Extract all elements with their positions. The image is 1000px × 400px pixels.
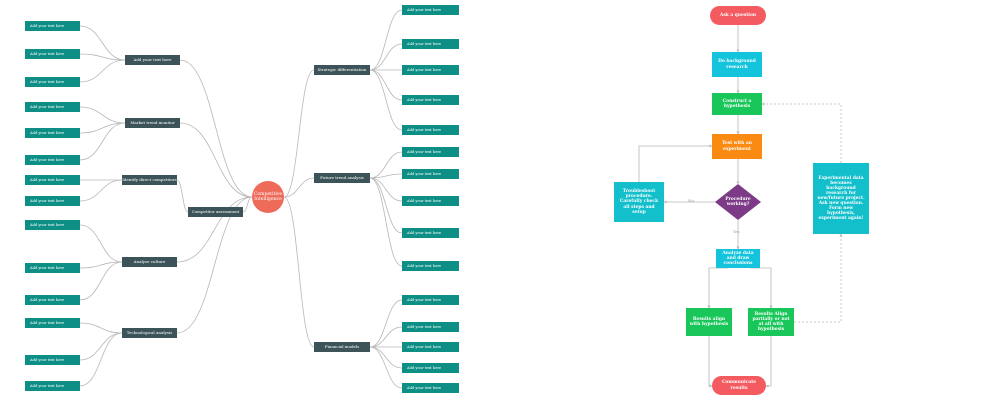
connector (369, 177, 403, 267)
test-node: Test with an experiment (712, 134, 762, 159)
branch-node-right: Strategic differentiation (314, 65, 370, 75)
hypothesis-node: Construct a hypothesis (712, 93, 762, 115)
end-node: Communicate results (712, 376, 766, 395)
leaf-node: Add your text here (25, 155, 80, 165)
connector (176, 196, 253, 263)
connector (179, 122, 253, 198)
connector (707, 267, 728, 309)
decision-diamond (715, 184, 761, 220)
connector (79, 122, 126, 161)
flowchart-connectors (638, 25, 843, 388)
connector (79, 261, 123, 269)
experimental-note-node: Experimental data becomes background res… (813, 163, 869, 234)
analyze-node: Analyze data and draw conclusions (716, 249, 760, 268)
connector (176, 196, 253, 334)
connector (79, 53, 126, 61)
mindmap-connectors (79, 9, 403, 389)
connector (369, 69, 403, 131)
branch-node-left: Technological analysis (122, 328, 177, 338)
connector (369, 346, 403, 389)
leaf-node: Add your text here (402, 196, 459, 206)
leaf-node: Add your text here (402, 363, 459, 373)
connector (369, 173, 403, 179)
connector (79, 332, 123, 361)
connector (79, 179, 123, 202)
connector (638, 144, 713, 182)
leaf-node: Add your text here (25, 355, 80, 365)
leaf-node: Add your text here (25, 220, 80, 230)
connector (79, 25, 126, 61)
leaf-node: Add your text here (402, 383, 459, 393)
results-partial-node: Results Align partially or not at all wi… (748, 308, 794, 336)
branch-node-left: Analyze culture (122, 257, 177, 267)
connector (369, 326, 403, 348)
leaf-node: Add your text here (402, 39, 459, 49)
leaf-node: Add your text here (25, 196, 80, 206)
leaf-node: Add your text here (402, 228, 459, 238)
no-label: No (688, 198, 694, 203)
branch-node-left: Competitor assessment (188, 207, 243, 217)
connector (179, 59, 253, 198)
connector (369, 9, 403, 71)
leaf-node: Add your text here (402, 5, 459, 15)
branch-node-left: Market trend monitor (125, 118, 180, 128)
connector (79, 106, 126, 124)
research-node: Do background research (712, 52, 762, 77)
connector (79, 59, 126, 83)
connector (283, 196, 315, 348)
leaf-node: Add your text here (25, 49, 80, 59)
connector (283, 69, 315, 198)
branch-node-left: Add your text here (125, 55, 180, 65)
connector (369, 151, 403, 179)
connector (761, 102, 842, 163)
leaf-node: Add your text here (402, 95, 459, 105)
branch-node-right: Future trend analysis (314, 173, 370, 183)
troubleshoot-node: Troubleshoot procedure. Carefully check … (614, 182, 664, 222)
start-node: Ask a question (710, 6, 766, 25)
connector (79, 261, 123, 301)
connector (369, 43, 403, 71)
leaf-node: Add your text here (25, 295, 80, 305)
leaf-node: Add your text here (25, 381, 80, 391)
leaf-node: Add your text here (402, 125, 459, 135)
connector (794, 233, 843, 323)
leaf-node: Add your text here (25, 263, 80, 273)
connector (79, 224, 123, 263)
connector (765, 336, 772, 388)
connector (369, 69, 403, 101)
leaf-node: Add your text here (25, 175, 80, 185)
connector (369, 299, 403, 348)
branch-node-right: Financial models (314, 342, 370, 352)
leaf-node: Add your text here (402, 261, 459, 271)
yes-label: Yes (733, 229, 740, 234)
connector (708, 336, 713, 388)
connector (750, 267, 773, 309)
leaf-node: Add your text here (25, 128, 80, 138)
connector (79, 332, 123, 387)
leaf-node: Add your text here (25, 21, 80, 31)
leaf-node: Add your text here (402, 65, 459, 75)
subbranch-node: Identify direct competitors (122, 175, 177, 185)
center-node: Competitive Intelligence (252, 181, 284, 213)
leaf-node: Add your text here (402, 169, 459, 179)
results-align-node: Results align with hypothesis (686, 308, 732, 336)
leaf-node: Add your text here (25, 102, 80, 112)
leaf-node: Add your text here (402, 147, 459, 157)
leaf-node: Add your text here (25, 318, 80, 328)
connector (369, 346, 403, 369)
leaf-node: Add your text here (402, 342, 459, 352)
leaf-node: Add your text here (25, 77, 80, 87)
connector (283, 177, 315, 198)
decision-label: Procedure working? (725, 196, 751, 207)
connector (176, 179, 189, 213)
connector (369, 177, 403, 234)
leaf-node: Add your text here (402, 295, 459, 305)
connector (79, 322, 123, 334)
leaf-node: Add your text here (402, 322, 459, 332)
